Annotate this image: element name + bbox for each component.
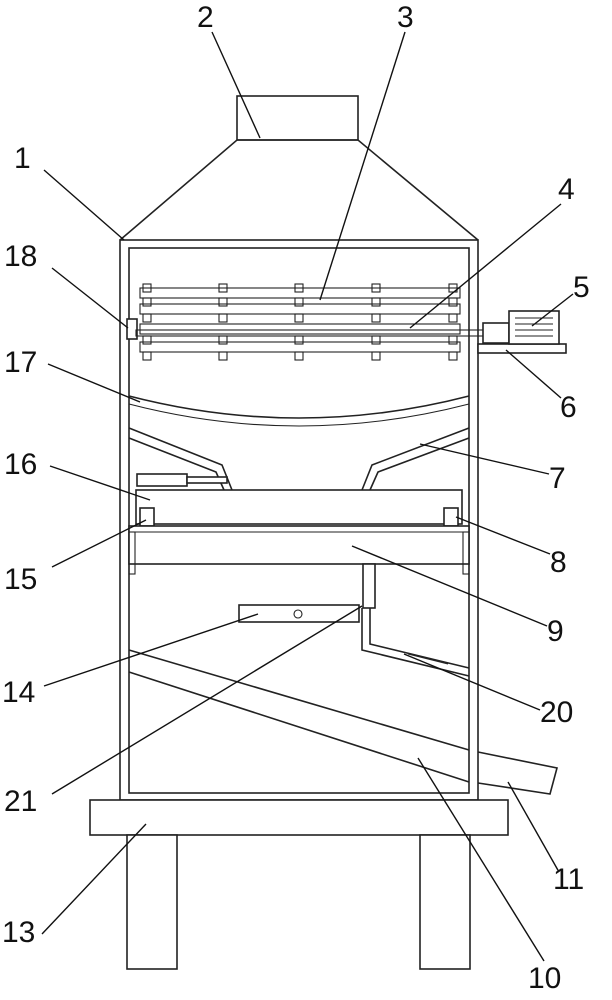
label-20: 20 [540,696,573,729]
left-leg [126,834,178,970]
push-rod [186,476,228,484]
left-slide-block [139,507,155,527]
motor-coupling [482,322,510,344]
main-housing-inner [128,247,470,794]
label-8: 8 [550,546,567,579]
leader-lines [41,31,574,962]
label-9: 9 [547,615,564,648]
outlet-spout [477,751,558,795]
left-box-tab [128,531,136,575]
left-guide-hopper [128,427,233,491]
right-guide-hopper [361,427,470,491]
label-7: 7 [549,462,566,495]
crushing-roller-assembly [135,283,485,361]
label-2: 2 [197,1,214,34]
inclined-bottom-plate [128,649,470,783]
top-hood [119,139,479,241]
mounting-bracket [238,604,360,623]
label-3: 3 [397,1,414,34]
base-table [89,799,509,836]
label-21: 21 [4,785,37,818]
label-13: 13 [2,916,35,949]
label-1: 1 [14,142,31,175]
curved-screen-lower [128,403,470,427]
label-4: 4 [558,173,575,206]
vertical-support [362,563,376,609]
label-6: 6 [560,391,577,424]
label-14: 14 [2,676,35,709]
discharge-chute [361,608,470,677]
motor [508,310,560,345]
motor-support-plate [477,343,567,354]
label-15: 15 [4,563,37,596]
curved-screen [128,395,470,419]
right-leg [419,834,471,970]
right-box-tab [462,531,470,575]
label-10: 10 [528,962,561,995]
label-5: 5 [573,271,590,304]
label-18: 18 [4,240,37,273]
label-11: 11 [553,863,584,896]
label-17: 17 [4,346,37,379]
push-cylinder [136,473,188,487]
label-16: 16 [4,448,37,481]
sieve-plate [135,489,463,525]
feed-inlet [236,95,359,141]
right-slide-block [443,507,459,527]
left-bearing-block [126,318,138,340]
